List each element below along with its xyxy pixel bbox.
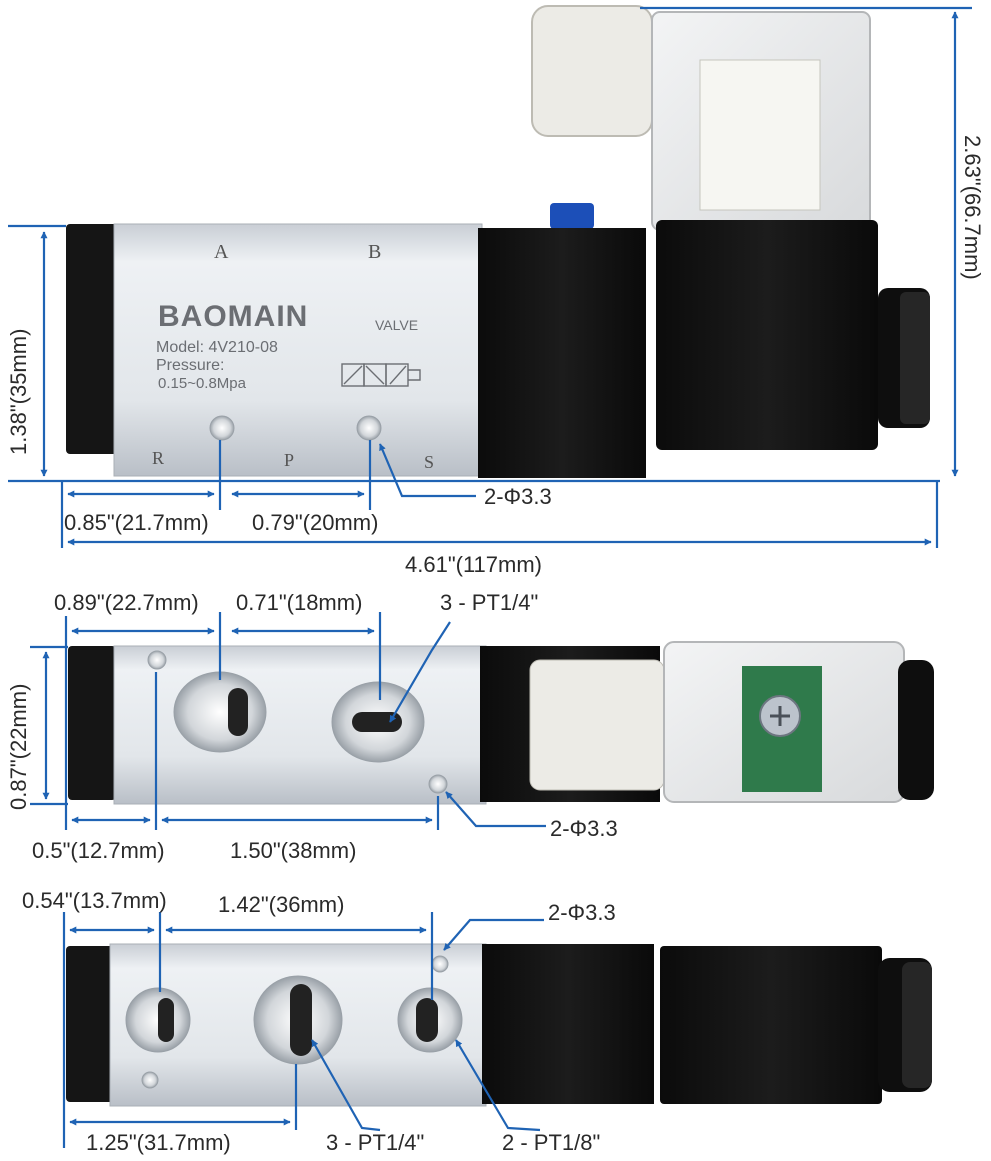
connector-cap xyxy=(531,5,653,137)
solenoid-block xyxy=(482,944,654,1104)
mounting-hole xyxy=(356,415,382,441)
solenoid-coil xyxy=(660,946,882,1104)
model-text: Model: 4V210-08 xyxy=(156,339,278,356)
dim-hole-spacing-2: 0.79"(20mm) xyxy=(252,510,378,535)
dim-port-offset: 0.54"(13.7mm) xyxy=(22,888,167,913)
top-fitting xyxy=(898,660,934,800)
dim-hole-spacing-1: 0.85"(21.7mm) xyxy=(64,510,209,535)
dim-holes: 2-Φ3.3 xyxy=(484,484,552,509)
valve-symbol-icon xyxy=(341,363,421,387)
connector-cap xyxy=(529,659,665,791)
dim-hole-offset: 0.5"(12.7mm) xyxy=(32,838,165,863)
solenoid-coil xyxy=(656,220,878,450)
dim-exhaust-ports: 2 - PT1/8" xyxy=(502,1130,600,1155)
mounting-hole xyxy=(141,1071,159,1089)
valve-body xyxy=(113,223,483,477)
mounting-hole xyxy=(428,774,448,794)
port-label-r: R xyxy=(152,448,164,468)
dim-holes: 2-Φ3.3 xyxy=(548,900,616,925)
leader-line xyxy=(389,621,451,723)
dim-holes: 2-Φ3.3 xyxy=(550,816,618,841)
leader-line xyxy=(445,791,546,828)
dim-height: 1.38"(35mm) xyxy=(6,329,31,455)
bottom-view: 0.54"(13.7mm) 1.42"(36mm) 2-Φ3.3 1.25"(3… xyxy=(22,888,932,1155)
leader-line xyxy=(311,1039,381,1132)
side-view: A B BAOMAIN VALVE Model: 4V210-08 Pressu… xyxy=(6,5,985,577)
mounting-hole xyxy=(147,650,167,670)
left-end-cap xyxy=(66,224,118,454)
left-end-cap xyxy=(68,646,116,800)
pressure-label: Pressure: xyxy=(156,357,224,374)
solenoid-block xyxy=(478,228,646,478)
dim-hole-spacing: 1.50"(38mm) xyxy=(230,838,356,863)
leader-line xyxy=(443,918,544,951)
valve-word: VALVE xyxy=(375,317,418,333)
dim-total-height: 2.63"(66.7mm) xyxy=(960,135,985,280)
port-label-s: S xyxy=(424,452,434,472)
bottom-fitting xyxy=(878,958,932,1092)
leader-line xyxy=(455,1039,541,1132)
dim-center-offset: 1.25"(31.7mm) xyxy=(86,1130,231,1155)
port-label-b: B xyxy=(368,241,381,263)
top-view: 0.89"(22.7mm) 0.71"(18mm) 3 - PT1/4" 0.8… xyxy=(6,590,934,863)
leader-line xyxy=(378,443,476,498)
side-fitting xyxy=(878,288,930,428)
manual-override-button xyxy=(550,203,594,229)
port-label-p: P xyxy=(284,450,294,470)
dim-main-ports: 3 - PT1/4" xyxy=(326,1130,424,1155)
dim-height: 0.87"(22mm) xyxy=(6,684,31,810)
dim-port-spacing: 1.42"(36mm) xyxy=(218,892,344,917)
mounting-hole xyxy=(431,955,449,973)
dim-port-offset: 0.89"(22.7mm) xyxy=(54,590,199,615)
port-hole xyxy=(173,671,267,753)
dim-ports: 3 - PT1/4" xyxy=(440,590,538,615)
dim-port-spacing: 0.71"(18mm) xyxy=(236,590,362,615)
left-end-cap xyxy=(66,946,114,1102)
port-label-a: A xyxy=(214,241,229,263)
brand-name: BAOMAIN xyxy=(158,300,308,333)
mounting-hole xyxy=(209,415,235,441)
pressure-range: 0.15~0.8Mpa xyxy=(158,375,247,392)
dim-length: 4.61"(117mm) xyxy=(405,552,542,577)
